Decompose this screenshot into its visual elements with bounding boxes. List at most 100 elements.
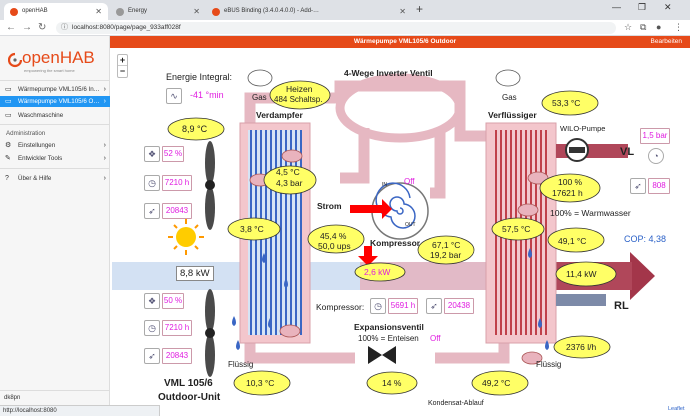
- fan-starts-top[interactable]: 20843: [162, 203, 192, 219]
- fan-percent-bottom[interactable]: 50 %: [162, 293, 184, 309]
- comp-starts[interactable]: 20438: [444, 298, 474, 314]
- user-name[interactable]: dk8pn: [4, 395, 20, 401]
- sidebar-item-indoor[interactable]: ▭ Wärmepumpe VML105/6 In… ›: [0, 84, 110, 95]
- fluessig-left: Flüssig: [228, 360, 254, 369]
- clock-icon[interactable]: ◷: [144, 320, 160, 336]
- fan-speed-icon[interactable]: ❖: [144, 293, 160, 309]
- leaflet-attribution[interactable]: Leaflet: [668, 406, 685, 412]
- rocket-icon[interactable]: ➶: [426, 298, 442, 314]
- compressor-out-label: OUT: [405, 222, 416, 228]
- close-tab-icon[interactable]: ✕: [193, 7, 200, 16]
- droplet-icons: [232, 248, 549, 350]
- gas-label-left: Gas: [252, 93, 267, 102]
- menu-kebab-icon[interactable]: ⋮: [674, 22, 683, 32]
- minimize-icon[interactable]: —: [612, 2, 621, 12]
- clock-icon[interactable]: ◷: [370, 298, 386, 314]
- reload-icon[interactable]: ↻: [38, 22, 47, 33]
- heizen-label: Heizen: [286, 84, 313, 94]
- compressor-status[interactable]: Off: [404, 177, 415, 186]
- extensions-icon[interactable]: ⧉: [640, 22, 647, 32]
- fan-speed-icon[interactable]: ❖: [144, 146, 160, 162]
- compressor-in-label: IN: [382, 182, 387, 188]
- admin-header: Administration: [6, 130, 46, 137]
- divider: [0, 80, 110, 81]
- compressor-spiral: [375, 182, 416, 229]
- wilo-pump-label: WILO-Pumpe: [560, 124, 606, 133]
- sidebar-item-about[interactable]: ? Über & Hilfe ›: [0, 173, 110, 184]
- sidebar-item-waschmaschine[interactable]: ▭ Waschmaschine: [0, 110, 110, 121]
- energy-integral-label: Energie Integral:: [166, 72, 233, 82]
- browser-tab-energy[interactable]: Energy ✕: [110, 3, 206, 20]
- bottom-left-temp: 10,3 °C: [246, 378, 275, 388]
- pump-starts[interactable]: 808: [648, 178, 670, 194]
- fan-hours-bottom[interactable]: 7210 h: [162, 320, 192, 336]
- back-icon[interactable]: ←: [6, 22, 16, 33]
- sidebar-item-label: Einstellungen: [18, 142, 56, 149]
- zoom-out-button[interactable]: −: [119, 66, 126, 76]
- rocket-icon[interactable]: ➶: [144, 203, 160, 219]
- compressor-label: Kompressor: [370, 238, 421, 248]
- url-text: localhost:8080/page/page_933aff028f: [72, 24, 181, 31]
- page-title: Wärmepumpe VML105/6 Outdoor: [353, 38, 457, 45]
- divider: [0, 390, 110, 391]
- kompressor-stats-label: Kompressor:: [316, 302, 365, 312]
- unit-name: VML 105/6: [164, 378, 213, 389]
- vl-pressure[interactable]: 1,5 bar: [640, 128, 670, 144]
- rocket-icon[interactable]: ➶: [144, 348, 160, 364]
- maximize-icon[interactable]: ❐: [638, 2, 647, 12]
- fan-percent-top[interactable]: 52 %: [162, 146, 184, 162]
- browser-tab-ebus[interactable]: eBUS Binding (3.4.0.4.0.0) - Add-… ✕: [206, 3, 412, 20]
- close-tab-icon[interactable]: ✕: [399, 7, 406, 16]
- user-label: dk8pn: [4, 395, 21, 401]
- strom-label: Strom: [317, 201, 342, 211]
- chevron-right-icon: ›: [103, 98, 106, 105]
- rocket-icon[interactable]: ➶: [630, 178, 646, 194]
- sidebar-item-dev-tools[interactable]: ✎ Entwickler Tools ›: [0, 153, 110, 164]
- zoom-in-button[interactable]: +: [118, 55, 127, 66]
- clock-icon[interactable]: ◷: [144, 175, 160, 191]
- window-close-icon[interactable]: ✕: [664, 2, 672, 12]
- heat-pump-diagram: + − Energie Integral: ∿ -41 °min Heizen …: [110, 48, 690, 416]
- page-icon: ▭: [5, 86, 12, 93]
- fan-starts-bottom[interactable]: 20843: [162, 348, 192, 364]
- input-power: 8,8 kW: [176, 266, 214, 281]
- logo-tagline: empowering the smart home: [24, 68, 75, 73]
- expansion-status[interactable]: Off: [430, 334, 441, 343]
- fan-hours-top[interactable]: 7210 h: [162, 175, 192, 191]
- heizen-switches: 484 Schaltsp.: [274, 95, 323, 104]
- url-input[interactable]: ⓘ localhost:8080/page/page_933aff028f: [56, 22, 616, 34]
- zoom-control: + −: [117, 54, 128, 78]
- close-tab-icon[interactable]: ✕: [95, 7, 102, 16]
- chart-icon[interactable]: ∿: [166, 88, 182, 104]
- forward-icon[interactable]: →: [22, 22, 32, 33]
- bookmark-star-icon[interactable]: ☆: [624, 22, 633, 32]
- energy-integral-value: -41 °min: [190, 90, 224, 100]
- down-arrow: [358, 246, 378, 266]
- chevron-right-icon: ›: [103, 86, 106, 93]
- edit-button[interactable]: Bearbeiten: [650, 38, 682, 45]
- valve-loop: [335, 73, 465, 143]
- browser-tab-openhab[interactable]: openHAB ✕: [4, 3, 108, 20]
- wrench-icon: ✎: [5, 155, 11, 162]
- gauge-icon[interactable]: ◔: [648, 148, 664, 164]
- cop-value: COP: 4,38: [624, 234, 667, 244]
- expansion-valve-icon: [368, 346, 396, 364]
- openhab-favicon-icon: [10, 8, 18, 16]
- new-tab-button[interactable]: +: [416, 2, 424, 16]
- sidebar: openHAB empowering the smart home ▭ Wärm…: [0, 36, 110, 416]
- sidebar-item-outdoor[interactable]: ▭ Wärmepumpe VML105/6 O… ›: [0, 96, 110, 107]
- openhab-logo[interactable]: openHAB empowering the smart home: [8, 48, 98, 76]
- address-bar: ← → ↻ ⓘ localhost:8080/page/page_933aff0…: [0, 20, 690, 36]
- sidebar-item-settings[interactable]: ⚙ Einstellungen ›: [0, 140, 110, 151]
- fluessig-right: Flüssig: [536, 360, 562, 369]
- comp-hours[interactable]: 5691 h: [388, 298, 418, 314]
- valve-percent: 14 %: [382, 378, 402, 388]
- expansion-valve-label: Expansionsventil: [354, 322, 424, 332]
- verfluessiger-label: Verflüssiger: [488, 110, 537, 120]
- unit-type: Outdoor-Unit: [158, 392, 221, 403]
- page-icon: ▭: [5, 112, 12, 119]
- evap-temp-2: 4,5 °C: [276, 167, 300, 177]
- heat-power: 11,4 kW: [566, 269, 597, 279]
- info-icon[interactable]: ⓘ: [61, 24, 68, 31]
- profile-icon[interactable]: ●: [656, 22, 662, 32]
